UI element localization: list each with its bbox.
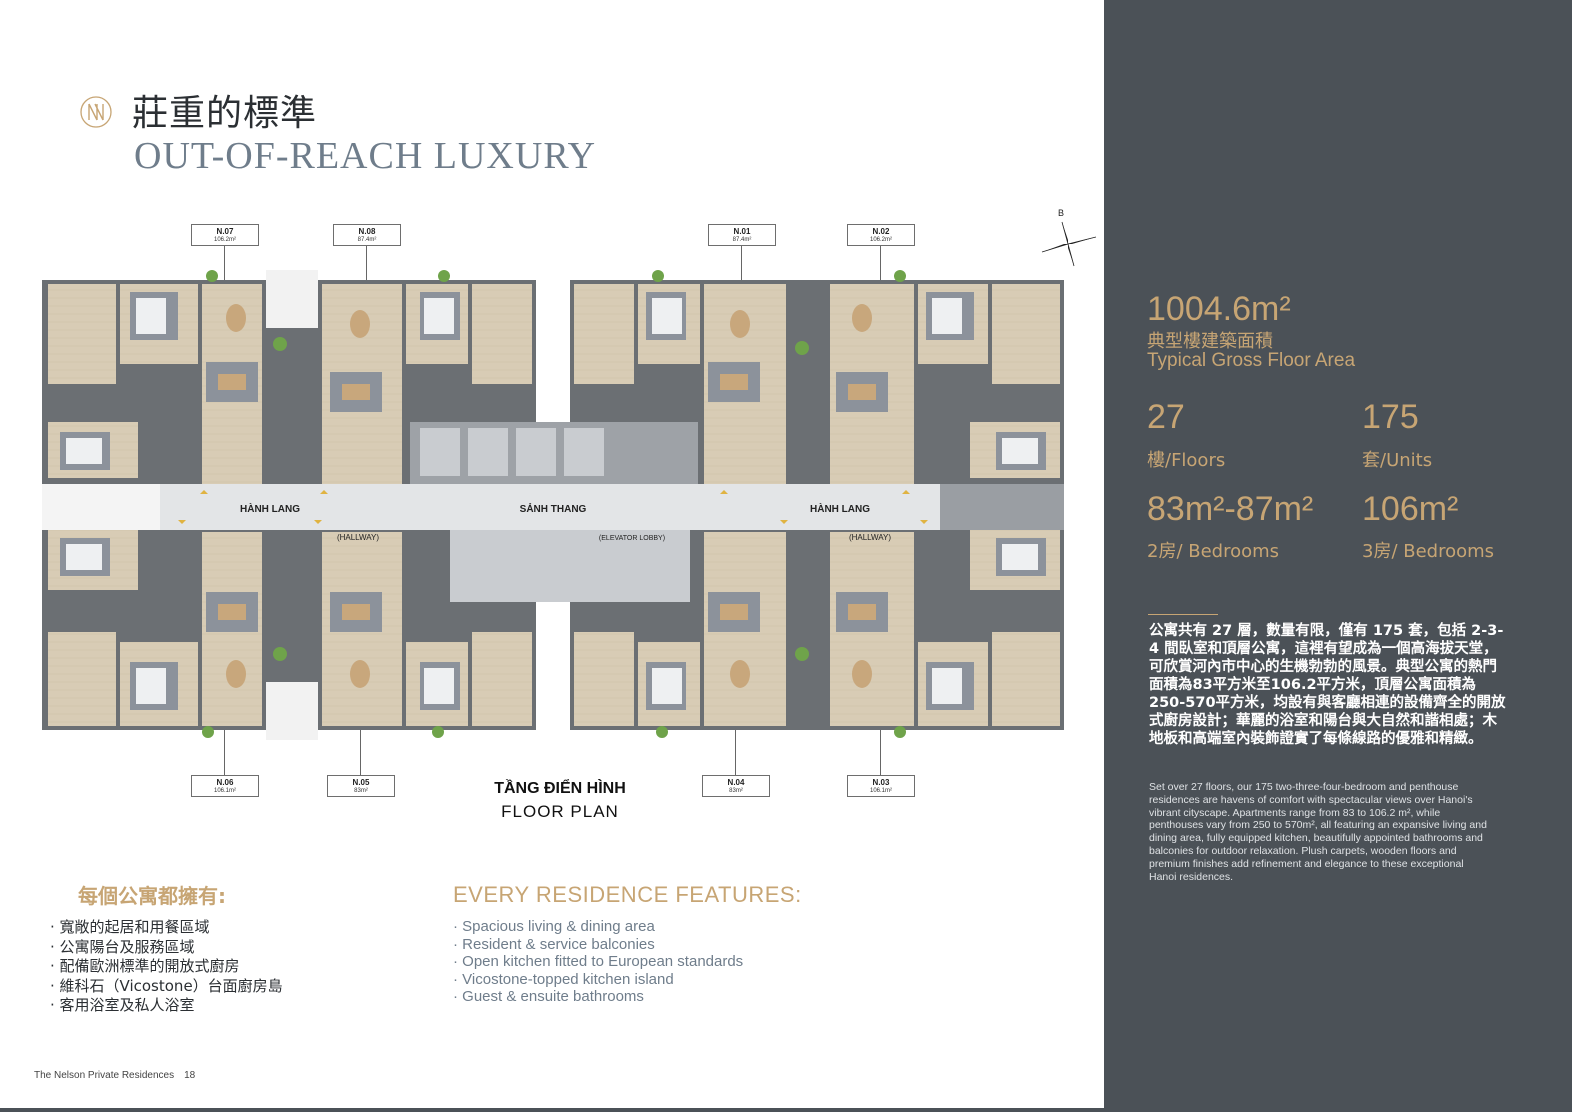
three-bed-label: 3房/ Bedrooms — [1362, 541, 1495, 562]
compass-icon: B — [1041, 208, 1097, 267]
two-bed-label: 2房/ Bedrooms — [1147, 541, 1280, 562]
corridor-right-sub: (HALLWAY) — [849, 533, 891, 542]
list-item: · 寬敞的起居和用餐區域 — [50, 918, 210, 936]
page-title-zh: 莊重的標準 — [132, 93, 318, 134]
bottom-divider — [0, 1108, 1572, 1112]
description-zh: 公寓共有 27 層，數量有限，僅有 175 套，包括 2-3-4 間臥室和頂層公… — [1149, 623, 1506, 747]
floor-plan-caption-vn: TẦNG ĐIỂN HÌNH — [494, 780, 626, 797]
list-item: · 公寓陽台及服務區域 — [50, 937, 195, 956]
features-title-en: EVERY RESIDENCE FEATURES: — [453, 882, 802, 907]
stats-panel — [1104, 0, 1572, 1108]
two-bed-value: 83m²-87m² — [1147, 490, 1314, 528]
three-bed-value: 106m² — [1362, 490, 1459, 528]
gfa-value: 1004.6m² — [1147, 290, 1291, 328]
features-list-zh: · 寬敞的起居和用餐區域 · 公寓陽台及服務區域 · 配備歐洲標準的開放式廚房 … — [50, 918, 283, 1016]
units-label: 套/Units — [1362, 450, 1433, 471]
gfa-label-zh: 典型樓建築面積 — [1147, 331, 1273, 352]
lobby-sub: (ELEVATOR LOBBY) — [599, 535, 665, 542]
description-divider — [1148, 614, 1218, 615]
floors-value: 27 — [1147, 398, 1185, 436]
gfa-label-en: Typical Gross Floor Area — [1147, 350, 1356, 371]
floor-plan-caption: TẦNG ĐIỂN HÌNH FLOOR PLAN — [460, 780, 660, 822]
list-item: · Open kitchen fitted to European standa… — [453, 953, 744, 970]
footer-brand: The Nelson Private Residences — [34, 1070, 175, 1081]
floor-plan-caption-en: FLOOR PLAN — [501, 802, 619, 821]
list-item: · 客用浴室及私人浴室 — [50, 996, 195, 1014]
list-item: · 配備歐洲標準的開放式廚房 — [50, 957, 240, 975]
brand-logo-icon — [80, 96, 112, 128]
page-title-en: OUT-OF-REACH LUXURY — [134, 135, 597, 177]
page-number: 18 — [184, 1070, 196, 1081]
list-item: · 維科石（Vicostone）台面廚房島 — [50, 976, 283, 995]
compass-label: B — [1058, 208, 1064, 218]
lobby-label: SẢNH THANG — [520, 502, 587, 515]
description-en: Set over 27 floors, our 175 two-three-fo… — [1149, 781, 1487, 883]
page-footer: The Nelson Private Residences 18 — [34, 1070, 195, 1081]
list-item: · Guest & ensuite bathrooms — [453, 988, 644, 1005]
list-item: · Resident & service balconies — [453, 935, 655, 953]
floors-label: 樓/Floors — [1147, 450, 1226, 471]
features-title-zh: 每個公寓都擁有: — [78, 884, 226, 908]
list-item: · Spacious living & dining area — [453, 918, 655, 935]
corridor-right-label: HÀNH LANG — [810, 502, 870, 515]
floor-plan-drawing: HÀNH LANG (HALLWAY) SẢNH THANG (ELEVATOR… — [42, 270, 1064, 740]
features-list-en: · Spacious living & dining area · Reside… — [453, 918, 743, 1006]
units-value: 175 — [1362, 398, 1419, 436]
corridor-left-sub: (HALLWAY) — [337, 533, 379, 542]
list-item: · Vicostone-topped kitchen island — [453, 970, 674, 988]
corridor-left-label: HÀNH LANG — [240, 502, 300, 515]
